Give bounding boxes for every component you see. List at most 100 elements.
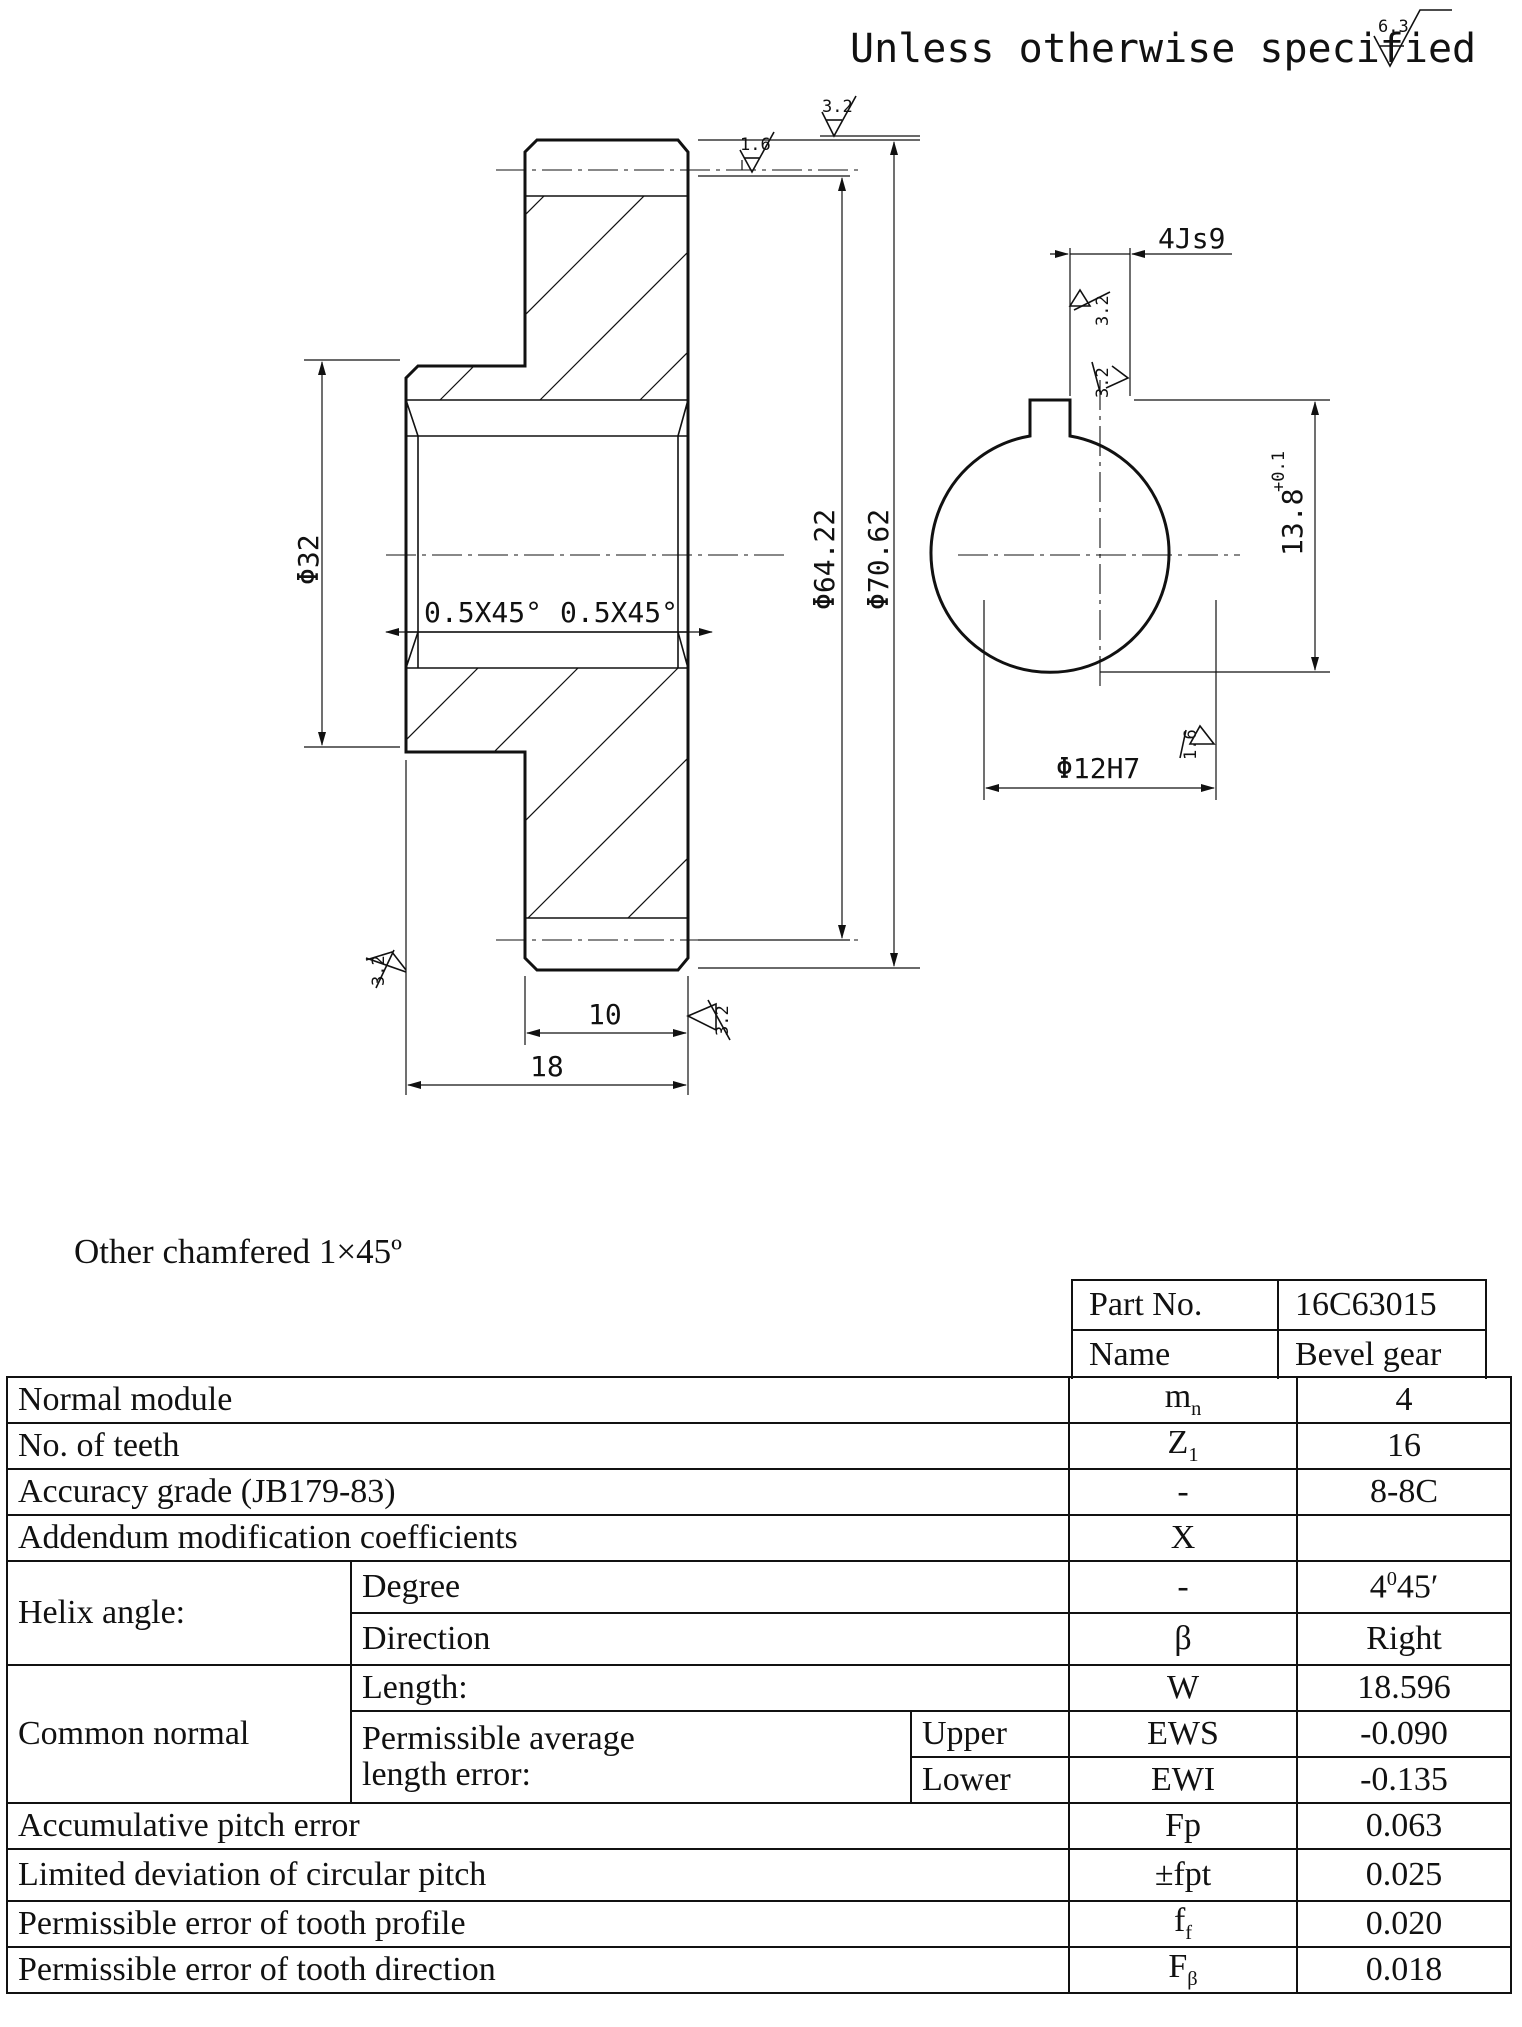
gear-dimensions: Φ32 Φ64.22 Φ70.62 0.5X45° 0.5X45° 10 18	[292, 139, 920, 1095]
table-row: Accuracy grade (JB179-83) - 8-8C	[5, 1468, 1513, 1516]
table-row: Limited deviation of circular pitch ±fpt…	[5, 1848, 1513, 1902]
dim-key-width: 4Js9	[1158, 222, 1225, 255]
spec-symbol: Fp	[1068, 1802, 1299, 1850]
svg-text:6.3: 6.3	[1378, 17, 1409, 37]
table-row: No. of teeth Z1 16	[5, 1422, 1513, 1470]
spec-symbol: -	[1068, 1560, 1299, 1614]
part-no-value: 16C63015	[1277, 1279, 1487, 1331]
dim-web-width: 10	[588, 998, 622, 1031]
bore-end-view	[929, 380, 1240, 690]
table-row: Direction β Right	[7, 1612, 1513, 1666]
spec-symbol: Fβ	[1068, 1946, 1299, 1994]
table-row: Helix angle: Degree - 4045′	[6, 1560, 1513, 1666]
name-label: Name	[1071, 1329, 1279, 1379]
svg-text:3.2: 3.2	[713, 1005, 733, 1036]
spec-limit: Upper	[909, 1710, 1071, 1758]
gear-spec-table: Normal module mn 4 No. of teeth Z1 16 Ac…	[5, 1376, 1513, 1994]
spec-symbol: EWI	[1068, 1756, 1299, 1804]
spec-label: No. of teeth	[5, 1422, 1071, 1470]
name-value: Bevel gear	[1277, 1329, 1487, 1379]
spec-label: Accumulative pitch error	[5, 1802, 1071, 1850]
roughness-keyway-side: 3.2	[1091, 361, 1130, 398]
svg-text:3.2: 3.2	[369, 955, 389, 986]
technical-drawing: Unless otherwise specified 6.3	[292, 9, 1476, 1095]
roughness-keyway-top: 3.2	[1068, 288, 1113, 326]
roughness-top-b: 1.6	[739, 131, 775, 174]
chamfer-note: Other chamfered 1×45º	[74, 1232, 402, 1271]
spec-label: Accuracy grade (JB179-83)	[5, 1468, 1071, 1516]
spec-symbol: EWS	[1068, 1710, 1299, 1758]
spec-value: 0.063	[1296, 1802, 1513, 1850]
dim-chamfer-right: 0.5X45°	[560, 596, 678, 629]
spec-symbol: Z1	[1068, 1422, 1299, 1470]
dim-root-diameter: Φ64.22	[808, 509, 841, 610]
dim-total-width: 18	[530, 1050, 564, 1083]
spec-sublabel: Direction	[349, 1612, 1071, 1666]
gear-section-view	[386, 138, 860, 972]
spec-value: -0.090	[1296, 1710, 1513, 1758]
bore-outline	[929, 398, 1171, 674]
general-roughness-symbol: 6.3	[1373, 9, 1452, 68]
dim-tip-diameter: Φ70.62	[862, 509, 895, 610]
spec-value: 8-8C	[1296, 1468, 1513, 1516]
spec-value: 4	[1296, 1376, 1513, 1424]
svg-text:3.2: 3.2	[1093, 295, 1113, 326]
table-row: Common normal Length: W 18.596	[6, 1664, 1513, 1804]
dim-hub-diameter: Φ32	[292, 534, 325, 585]
spec-label: Normal module	[5, 1376, 1071, 1424]
roughness-bottom-face: 3.2	[686, 999, 733, 1041]
spec-symbol: W	[1068, 1664, 1299, 1712]
spec-value: 4045′	[1296, 1560, 1513, 1614]
spec-symbol: ±fpt	[1068, 1848, 1299, 1902]
section-hatch	[406, 196, 688, 918]
svg-text:1.6: 1.6	[740, 135, 771, 155]
roughness-top-a: 3.2	[820, 95, 920, 138]
table-row: Accumulative pitch error Fp 0.063	[5, 1802, 1513, 1850]
table-row: Addendum modification coefficients X	[5, 1514, 1513, 1562]
part-no-label: Part No.	[1071, 1279, 1279, 1331]
spec-limit: Lower	[909, 1756, 1071, 1804]
part-info-table: Part No. 16C63015 Name Bevel gear	[1071, 1279, 1487, 1379]
title-note: Unless otherwise specified	[850, 26, 1476, 72]
spec-symbol: -	[1068, 1468, 1299, 1516]
spec-value: 0.025	[1296, 1848, 1513, 1902]
dim-key-depth-tol: +0.1	[1269, 451, 1289, 492]
spec-label: Addendum modification coefficients	[5, 1514, 1071, 1562]
roughness-bore: 1.6	[1179, 724, 1216, 760]
spec-value: 18.596	[1296, 1664, 1513, 1712]
svg-text:3.2: 3.2	[1093, 367, 1113, 398]
spec-label: Permissible error of tooth direction	[5, 1946, 1071, 1994]
svg-text:3.2: 3.2	[822, 97, 853, 117]
dim-key-depth: 13.8	[1276, 489, 1309, 556]
spec-label: Common normal	[6, 1664, 352, 1804]
spec-sublabel: Length:	[349, 1664, 1071, 1712]
table-row: Lower EWI -0.135	[7, 1756, 1513, 1804]
table-row: Part No. 16C63015	[1071, 1279, 1487, 1331]
spec-value: 16	[1296, 1422, 1513, 1470]
spec-value: 0.018	[1296, 1946, 1513, 1994]
table-row: Permissible error of tooth direction Fβ …	[5, 1946, 1513, 1994]
table-row: Normal module mn 4	[5, 1376, 1513, 1424]
svg-text:1.6: 1.6	[1181, 729, 1201, 760]
spec-symbol: β	[1068, 1612, 1299, 1666]
dim-bore-diameter: Φ12H7	[1056, 752, 1140, 785]
spec-symbol: X	[1068, 1514, 1299, 1562]
roughness-left-bottom: 3.2	[365, 949, 407, 989]
spec-label: Permissible error of tooth profile	[5, 1900, 1071, 1948]
spec-sublabel: Degree	[349, 1560, 1071, 1614]
table-row: Name Bevel gear	[1071, 1329, 1487, 1379]
spec-value	[1296, 1514, 1513, 1562]
spec-symbol: ff	[1068, 1900, 1299, 1948]
spec-value: -0.135	[1296, 1756, 1513, 1804]
spec-label: Limited deviation of circular pitch	[5, 1848, 1071, 1902]
table-row: Permissible error of tooth profile ff 0.…	[5, 1900, 1513, 1948]
bore-dimensions: 4Js9 13.8 +0.1 Φ12H7	[983, 222, 1330, 800]
spec-symbol: mn	[1068, 1376, 1299, 1424]
dim-chamfer-left: 0.5X45°	[424, 596, 542, 629]
spec-value: Right	[1296, 1612, 1513, 1666]
spec-label: Helix angle:	[6, 1560, 352, 1666]
spec-value: 0.020	[1296, 1900, 1513, 1948]
